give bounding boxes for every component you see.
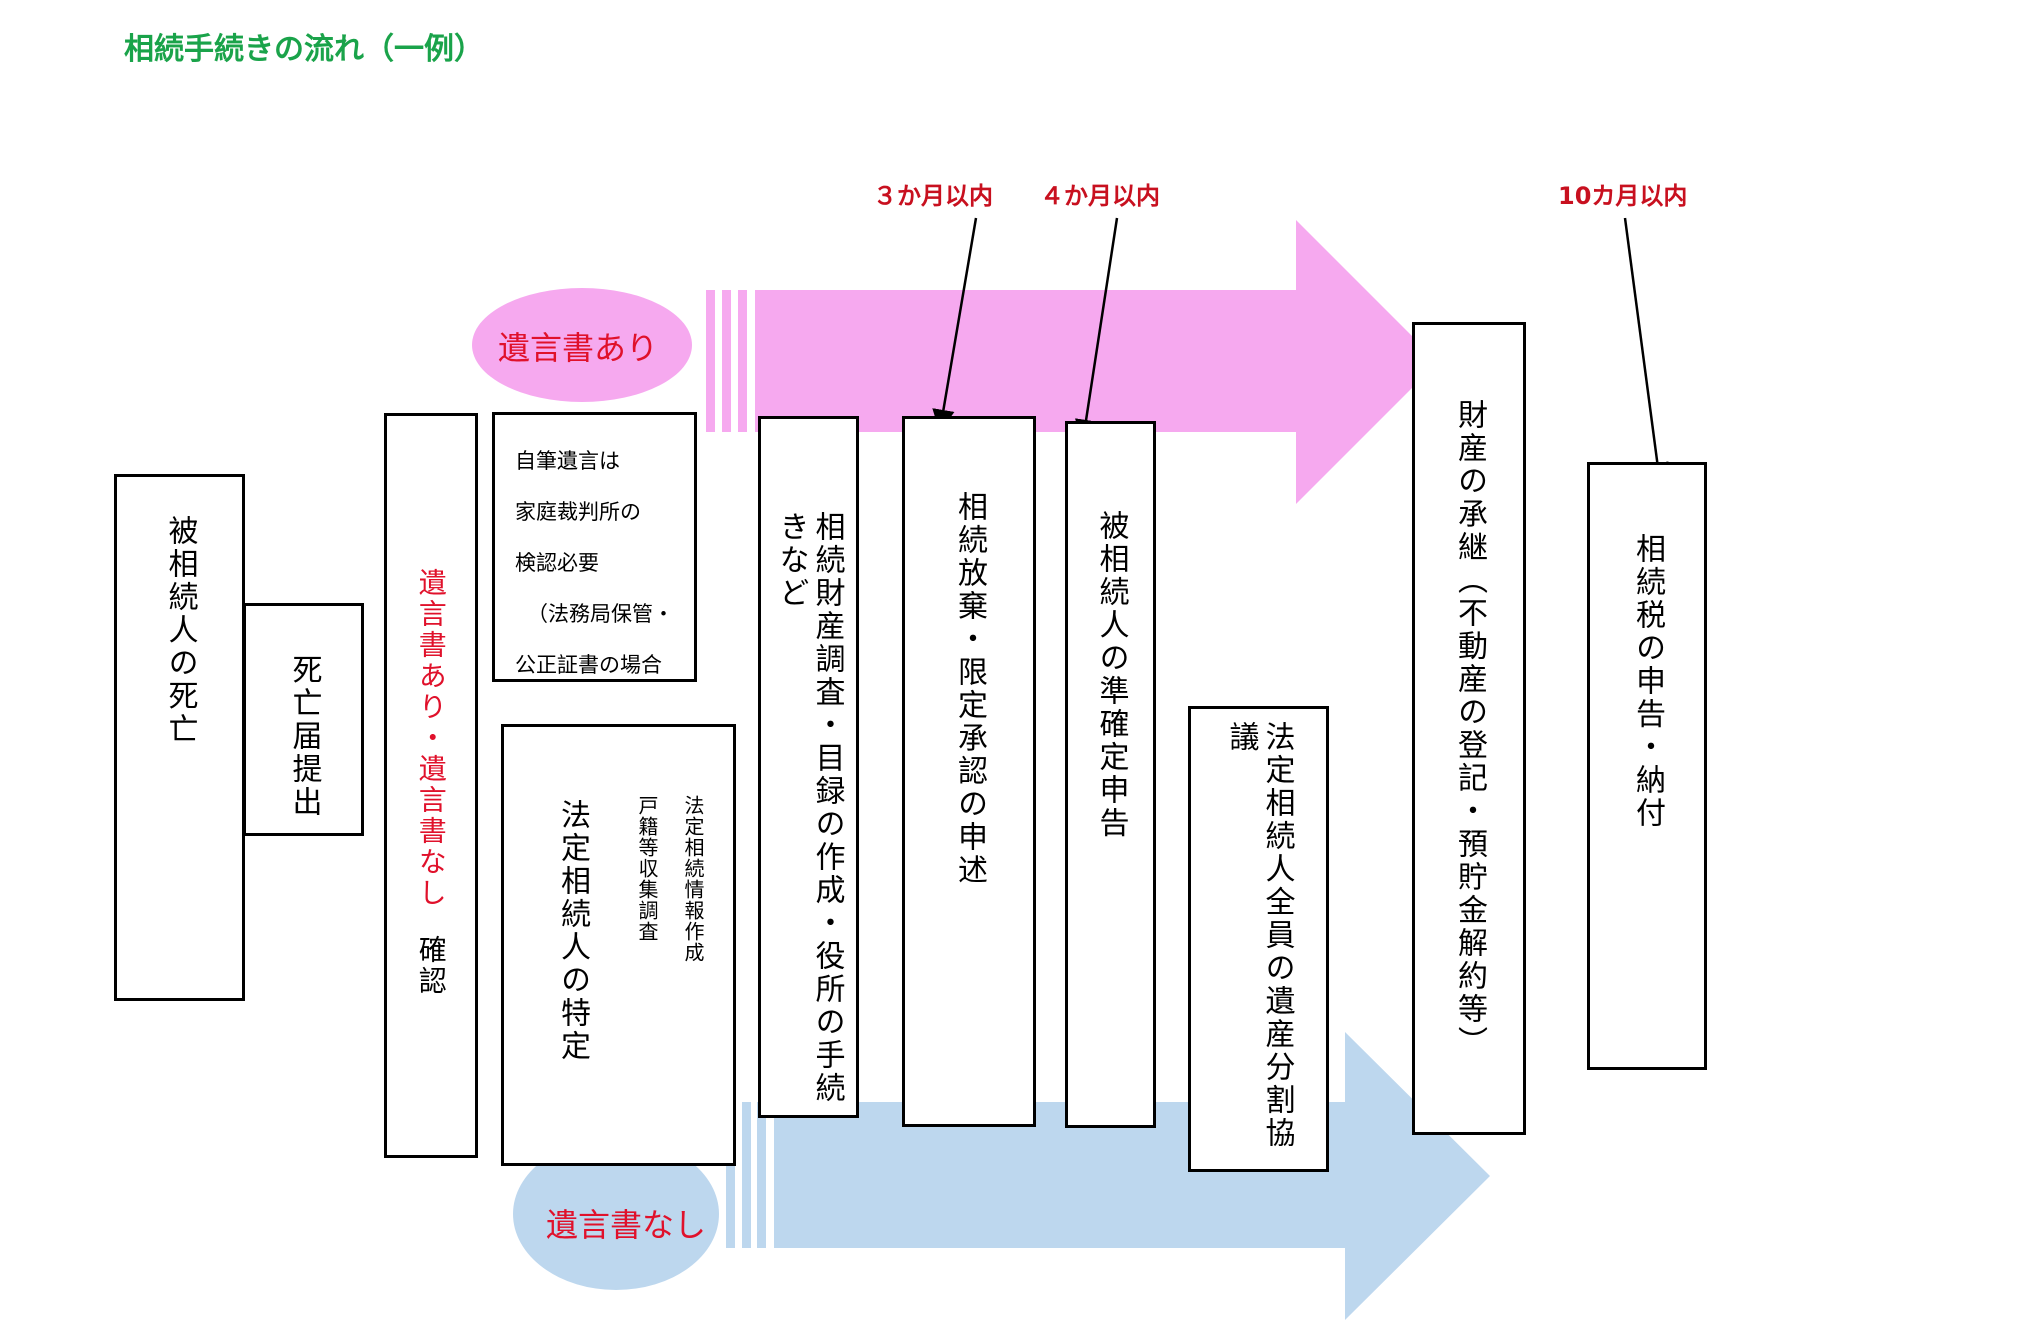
quasi-final-return-box: 被相続人の準確定申告 <box>1065 421 1156 1128</box>
will-note-box: 自筆遺言は 家庭裁判所の 検認必要 （法務局保管・ 公正証書の場合 <box>492 412 697 682</box>
will-note-line: 公正証書の場合 <box>515 653 662 677</box>
will-confirm-text: 遺言書あり・遺言書なし確認 <box>414 568 448 997</box>
estate-survey-text: 相続財産調査・目録の作成・役所の手続きなど <box>773 511 845 1105</box>
heir-identify-sub-text-2: 法定相続情報作成 <box>681 795 705 963</box>
will-note-lines: 自筆遺言は 家庭裁判所の 検認必要 （法務局保管・ 公正証書の場合 <box>515 436 694 691</box>
death-notice-box: 死亡届提出 <box>243 603 364 836</box>
inheritance-tax-text: 相続税の申告・納付 <box>1630 533 1665 830</box>
deadline-4-months: ４か月以内 <box>1040 182 1160 210</box>
will-note-line: 家庭裁判所の <box>515 500 641 524</box>
heir-identify-box: 法定相続人の特定 戸籍等収集調査 法定相続情報作成 <box>501 724 736 1166</box>
division-agreement-box: 法定相続人全員の遺産分割協議 <box>1188 706 1329 1172</box>
will-confirm-black-text: 確認 <box>414 935 448 997</box>
will-note-line: （法務局保管・ <box>527 602 674 626</box>
deadline-10-months: 10カ月以内 <box>1558 182 1688 210</box>
deadline-3-months: ３か月以内 <box>873 182 993 210</box>
will-confirm-box: 遺言書あり・遺言書なし確認 <box>384 413 478 1158</box>
will-note-line: 検認必要 <box>515 551 599 575</box>
no-will-ellipse <box>513 1138 719 1290</box>
deadline-10m-pointer <box>1623 217 1669 486</box>
estate-survey-box: 相続財産調査・目録の作成・役所の手続きなど <box>758 416 859 1118</box>
will-exists-ellipse <box>472 288 692 402</box>
no-will-label: 遺言書なし <box>546 1206 707 1244</box>
will-exists-label: 遺言書あり <box>498 329 659 367</box>
death-notice-text: 死亡届提出 <box>286 654 322 819</box>
inheritance-tax-box: 相続税の申告・納付 <box>1587 462 1707 1070</box>
renunciation-box: 相続放棄・限定承認の申述 <box>902 416 1036 1127</box>
deadline-3m-pointer <box>932 217 978 433</box>
deadline-4m-pointer <box>1074 217 1119 443</box>
page-title: 相続手続きの流れ（一例） <box>124 32 484 67</box>
quasi-final-return-text: 被相続人の準確定申告 <box>1093 510 1129 840</box>
heir-identify-main-text: 法定相続人の特定 <box>555 799 590 1063</box>
will-exists-arrow <box>706 220 1438 504</box>
property-succession-text: 財産の承継（不動産の登記・預貯金解約等） <box>1452 399 1487 1059</box>
division-agreement-text: 法定相続人全員の遺産分割協議 <box>1223 721 1295 1150</box>
will-confirm-red-text: 遺言書あり・遺言書なし <box>414 568 448 909</box>
renunciation-text: 相続放棄・限定承認の申述 <box>952 491 987 887</box>
decedent-death-box: 被相続人の死亡 <box>114 474 245 1001</box>
decedent-death-text: 被相続人の死亡 <box>162 515 198 746</box>
will-note-line: 自筆遺言は <box>515 449 620 473</box>
heir-identify-sub-text-1: 戸籍等収集調査 <box>635 795 659 942</box>
property-succession-box: 財産の承継（不動産の登記・預貯金解約等） <box>1412 322 1526 1135</box>
